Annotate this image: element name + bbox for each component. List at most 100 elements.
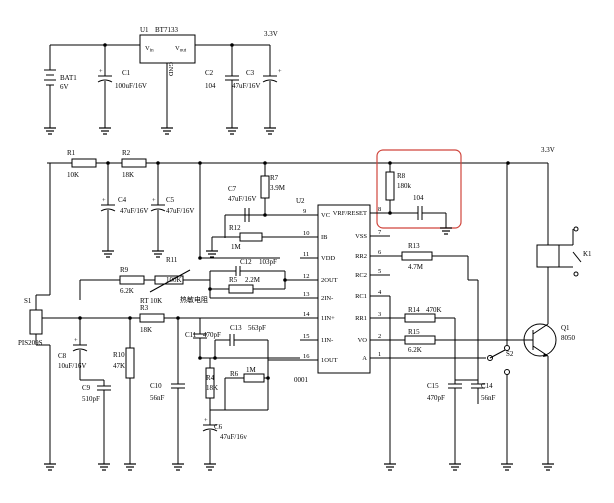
c9-value: 510pF <box>82 395 100 403</box>
c13-ref: C13 <box>230 324 242 332</box>
ic-pin-name: A <box>362 355 367 362</box>
r2-ref: R2 <box>122 149 131 157</box>
ic-pin-number: 5 <box>378 268 381 275</box>
r8-ref: R8 <box>397 172 406 180</box>
c13-value: 563pF <box>248 324 266 332</box>
ic-pin-name: RR1 <box>355 315 367 322</box>
ic-pin-number: 9 <box>303 208 306 215</box>
c11-value: 470pF <box>203 331 221 339</box>
svg-text:+: + <box>204 417 208 424</box>
regulator-vout: Vout <box>175 45 187 54</box>
c7-ref: C7 <box>228 185 237 193</box>
c6-ref: C6 <box>214 423 223 431</box>
r1-ref: R1 <box>67 149 76 157</box>
c11-ref: C11 <box>185 331 197 339</box>
ic-pin-name: 1OUT <box>321 357 338 364</box>
c4-value: 47uF/16V <box>120 207 148 215</box>
c2-ref: C2 <box>205 69 214 77</box>
r7-ref: R7 <box>270 174 279 182</box>
ic-ref: U2 <box>296 197 305 205</box>
r9-value: 6.2K <box>120 287 134 295</box>
ic-pin-number: 3 <box>378 311 381 318</box>
r6-value: 1M <box>246 366 257 374</box>
c6-value: 47uF/16v <box>220 433 247 441</box>
battery-ref: BAT1 <box>60 74 77 82</box>
c14-value: 56nF <box>481 394 496 402</box>
svg-text:+: + <box>278 68 282 75</box>
ic-pin-name: RC2 <box>355 272 367 279</box>
supply-label-right: 3.3V <box>541 146 555 154</box>
r13-ref: R13 <box>408 242 420 250</box>
r10-ref: R10 <box>113 351 125 359</box>
ic-pin-name: RR2 <box>355 253 367 260</box>
r3-ref: R3 <box>140 304 149 312</box>
r9-ref: R9 <box>120 266 129 274</box>
ic-pin-number: 12 <box>303 273 310 280</box>
c3-value: 47uF/16V <box>232 82 260 90</box>
r7-value: 3.9M <box>270 184 286 192</box>
r15-value: 6.2K <box>408 346 422 354</box>
r2-value: 18K <box>122 171 134 179</box>
ic-part: 0001 <box>294 376 309 384</box>
r1-value: 10K <box>67 171 79 179</box>
svg-text:+: + <box>102 197 106 204</box>
transistor-part: 8050 <box>561 334 576 342</box>
r5-value: 2.2M <box>245 276 261 284</box>
svg-text:+: + <box>74 337 78 344</box>
ic-pin-name: 1IN+ <box>321 315 335 322</box>
ic-pin-number: 4 <box>378 289 382 296</box>
regulator-gnd: GND <box>167 62 174 76</box>
sensor-part: PIS209S <box>18 339 43 347</box>
c9-ref: C9 <box>82 384 91 392</box>
relay-label: K1 <box>583 250 592 258</box>
ic-pin-number: 6 <box>378 249 382 256</box>
c1-ref: C1 <box>122 69 131 77</box>
ic-pin-number: 16 <box>303 353 310 360</box>
ic-pin-number: 14 <box>303 311 310 318</box>
ic-pin-name: VC <box>321 212 330 219</box>
c104-value: 104 <box>413 194 424 202</box>
c2-value: 104 <box>205 82 216 90</box>
sensor-ref: S1 <box>24 297 32 305</box>
r4-ref: R4 <box>206 374 215 382</box>
r14-value: 470K <box>426 306 442 314</box>
r5-ref: R5 <box>229 276 238 284</box>
c5-ref: C5 <box>166 196 175 204</box>
r12-value: 1M <box>231 243 242 251</box>
r15-ref: R15 <box>408 328 420 336</box>
svg-text:+: + <box>152 197 156 204</box>
r6-ref: R6 <box>230 370 239 378</box>
ic-pin-number: 7 <box>378 229 382 236</box>
r10-value: 47K <box>113 362 125 370</box>
c10-ref: C10 <box>150 382 162 390</box>
ic-pin-number: 10 <box>303 230 310 237</box>
ic-pin-name: VO <box>358 337 368 344</box>
r12-ref: R12 <box>229 224 241 232</box>
ic-pin-name: VSS <box>355 233 367 240</box>
regulator-ref: U1 <box>140 26 149 34</box>
c12-value: 103pF <box>259 258 277 266</box>
ic-pin-number: 1 <box>378 351 381 358</box>
ic-pin-name: VRF/RESET <box>333 210 367 217</box>
ic-pin-name: VDD <box>321 255 335 262</box>
rt-label: RT 10K <box>140 297 162 305</box>
regulator-part: BT7133 <box>155 26 178 34</box>
r3-value: 18K <box>140 326 152 334</box>
ic-u2: U2 0001 9VC10IB11VDD122OUT132IN-141IN+15… <box>294 197 388 384</box>
c10-value: 56nF <box>150 394 165 402</box>
rt-note: 热敏电阻 <box>180 295 208 304</box>
transistor-ref: Q1 <box>561 324 570 332</box>
c3-ref: C3 <box>246 69 255 77</box>
c14-ref: C14 <box>481 382 493 390</box>
r11-ref: R11 <box>166 256 178 264</box>
left-wiring: R7 3.9M C7 47uF/16V R12 1M C12 103pF R5 … <box>18 163 300 471</box>
r11-value: 100K <box>166 276 182 284</box>
r14-ref: R14 <box>408 306 420 314</box>
regulator-vin: Vin <box>145 45 154 54</box>
ic-pin-name: 2IN- <box>321 295 333 302</box>
ic-pin-number: 8 <box>378 206 381 213</box>
ic-pin-number: 11 <box>303 251 309 258</box>
c4-ref: C4 <box>118 196 127 204</box>
ic-pin-name: IB <box>321 234 328 241</box>
